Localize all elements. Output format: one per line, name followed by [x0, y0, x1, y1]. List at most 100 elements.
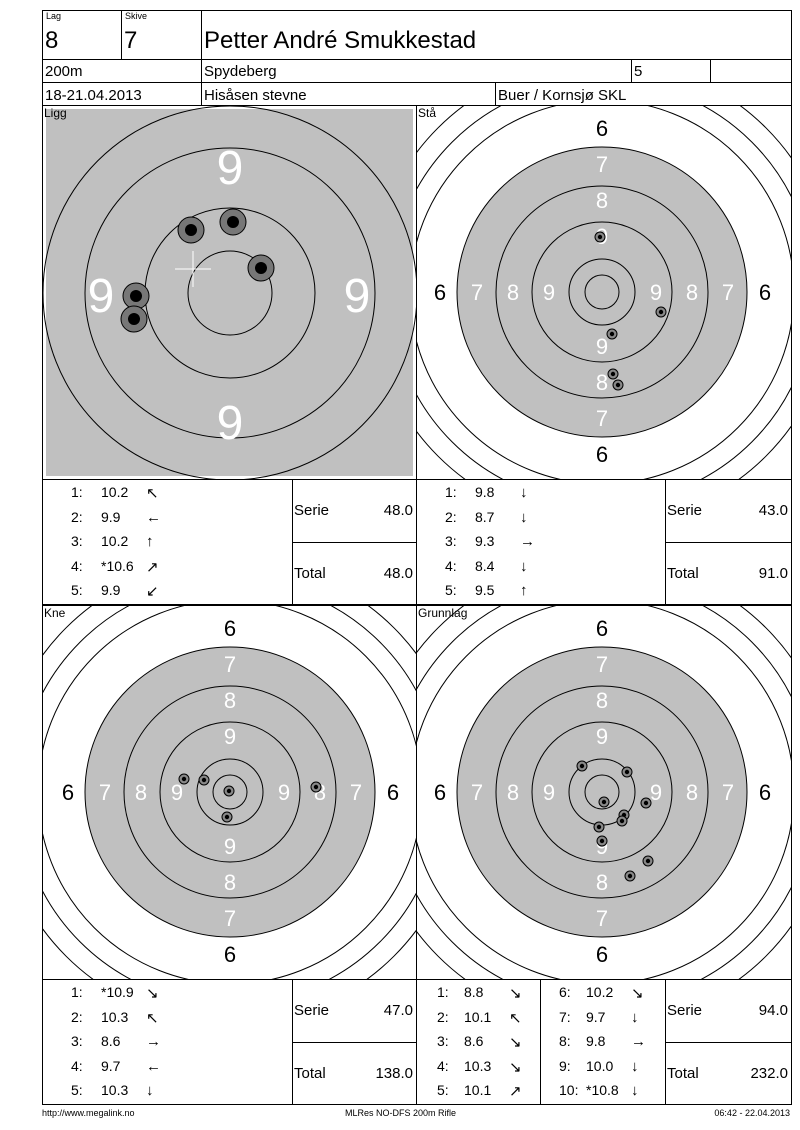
shot-direction-arrow-icon: ↓ — [631, 1008, 639, 1026]
panel-label-kne: Kne — [44, 606, 66, 620]
total-box-kne: Total 138.0 — [292, 1042, 417, 1105]
shot-number: 4: — [437, 1057, 449, 1074]
shot-direction-arrow-icon: → — [631, 1033, 646, 1050]
shot-hit — [642, 855, 654, 867]
lag-value: 8 — [45, 27, 59, 54]
shot-direction-arrow-icon: ↓ — [520, 484, 528, 501]
shot-score: 8.7 — [475, 508, 495, 525]
scores-grunnlag-col1: 1:8.8↘ 2:10.1↖ 3:8.6↘ 4:10.3↘ 5:10.1↗ — [416, 979, 541, 1105]
serie-box-ligg: Serie 48.0 — [292, 479, 417, 543]
place-cell: Spydeberg — [201, 59, 632, 83]
shot-hit — [612, 379, 624, 391]
scores-kne: 1:*10.9↘ 2:10.3↖ 3:8.6→ 4:9.7← 5:10.3↓ — [42, 979, 293, 1105]
shot-list-kne: 1:*10.9↘ 2:10.3↖ 3:8.6→ 4:9.7← 5:10.3↓ — [71, 984, 291, 1107]
shot-direction-arrow-icon: ↘ — [631, 985, 644, 1002]
ring-label-seven: 7 — [722, 280, 734, 305]
ring-label-eight: 8 — [507, 280, 519, 305]
shot-direction-arrow-icon: ↓ — [520, 508, 528, 526]
shot-direction-arrow-icon: ↗ — [509, 1083, 522, 1100]
shot-direction-arrow-icon: ↖ — [146, 1009, 159, 1027]
footer-url: http://www.megalink.no — [42, 1108, 135, 1118]
total-value: 138.0 — [375, 1065, 413, 1082]
shot-direction-arrow-icon: ↓ — [631, 1082, 639, 1099]
ring-label-nine: 9 — [171, 780, 183, 805]
ring-label-nine: 9 — [224, 724, 236, 749]
shot-row: 5:10.1↗ — [437, 1082, 541, 1107]
shot-row: 5:10.3↓ — [71, 1082, 291, 1107]
shot-hit — [607, 368, 619, 380]
shot-hit — [178, 773, 190, 785]
shot-direction-arrow-icon: ↑ — [146, 533, 154, 550]
ring-label-seven: 7 — [596, 906, 608, 931]
ring-label-six: 6 — [759, 780, 771, 805]
total-label: Total — [294, 1065, 326, 1082]
ring-label-nine: 9 — [224, 834, 236, 859]
ring-label-9-top: 9 — [217, 142, 244, 195]
skive-label: Skive — [125, 11, 148, 21]
date: 18-21.04.2013 — [45, 87, 142, 104]
shot-score: *10.8 — [586, 1082, 619, 1098]
ring-label-nine: 9 — [650, 280, 662, 305]
serie-value: 43.0 — [758, 502, 788, 519]
shot-hit — [616, 815, 628, 827]
shot-number: 5: — [445, 582, 457, 598]
shot-row: 10:*10.8↓ — [559, 1082, 665, 1107]
serie-label: Serie — [294, 502, 330, 519]
target-panel-ligg: Ligg 9 9 9 9 — [42, 105, 417, 480]
panel-label-staa: Stå — [418, 106, 437, 120]
shot-score: 9.7 — [586, 1008, 606, 1025]
footer-program: MLRes NO-DFS 200m Rifle — [345, 1108, 457, 1118]
header-name-cell: Petter André Smukkestad — [201, 10, 792, 60]
shot-score: 10.2 — [101, 484, 129, 500]
shot-score: 9.3 — [475, 533, 495, 549]
ring-label-eight: 8 — [507, 780, 519, 805]
shot-hit — [594, 231, 606, 243]
ring-label-nine: 9 — [650, 780, 662, 805]
ring-label-seven: 7 — [224, 652, 236, 677]
serie-value: 47.0 — [383, 1002, 413, 1019]
scores-grunnlag-col2: 6:10.2↘ 7:9.7↓ 8:9.8→ 9:10.0↓ 10:*10.8↓ — [540, 979, 666, 1105]
shot-score: *10.6 — [101, 557, 134, 574]
ring-label-six: 6 — [434, 280, 446, 305]
ring-label-nine: 9 — [278, 780, 290, 805]
shot-number: 2: — [437, 1008, 449, 1025]
shot-direction-arrow-icon: ↖ — [146, 485, 159, 502]
serie-box-kne: Serie 47.0 — [292, 979, 417, 1043]
total-value: 232.0 — [750, 1065, 788, 1082]
ring-label-six: 6 — [62, 780, 74, 805]
shot-row: 5:9.5↑ — [445, 582, 665, 607]
shot-direction-arrow-icon: ↘ — [509, 985, 522, 1002]
shot-hit — [596, 835, 608, 847]
total-value: 48.0 — [383, 565, 413, 582]
shot-hits-ligg — [120, 208, 275, 333]
distance-cell: 200m — [42, 59, 202, 83]
shot-score: 10.1 — [464, 1008, 492, 1025]
shot-score: 9.9 — [101, 508, 121, 525]
shot-number: 8: — [559, 1033, 571, 1049]
shot-direction-arrow-icon: ↖ — [509, 1009, 522, 1027]
shot-score: 10.1 — [464, 1082, 492, 1098]
ring-label-seven: 7 — [596, 152, 608, 177]
shot-row: 8:9.8→ — [559, 1033, 665, 1058]
shot-row: 3:8.6→ — [71, 1033, 291, 1058]
ring-label-six: 6 — [434, 780, 446, 805]
shot-score: 10.2 — [101, 533, 129, 549]
serie-box-grunnlag: Serie 94.0 — [665, 979, 792, 1043]
shot-row: 7:9.7↓ — [559, 1009, 665, 1034]
ring-label-six: 6 — [224, 942, 236, 967]
shot-hit — [221, 811, 233, 823]
date-cell: 18-21.04.2013 — [42, 82, 202, 106]
shot-direction-arrow-icon: → — [146, 1033, 161, 1050]
ring-label-seven: 7 — [722, 780, 734, 805]
shot-direction-arrow-icon: ↑ — [520, 582, 528, 599]
shot-direction-arrow-icon: ↓ — [520, 557, 528, 575]
distance: 200m — [45, 63, 83, 80]
total-box-grunnlag: Total 232.0 — [665, 1042, 792, 1105]
scores-staa: 1:9.8↓ 2:8.7↓ 3:9.3→ 4:8.4↓ 5:9.5↑ — [416, 479, 666, 605]
shot-score: 8.8 — [464, 984, 484, 1000]
shot-score: 9.8 — [475, 484, 495, 500]
